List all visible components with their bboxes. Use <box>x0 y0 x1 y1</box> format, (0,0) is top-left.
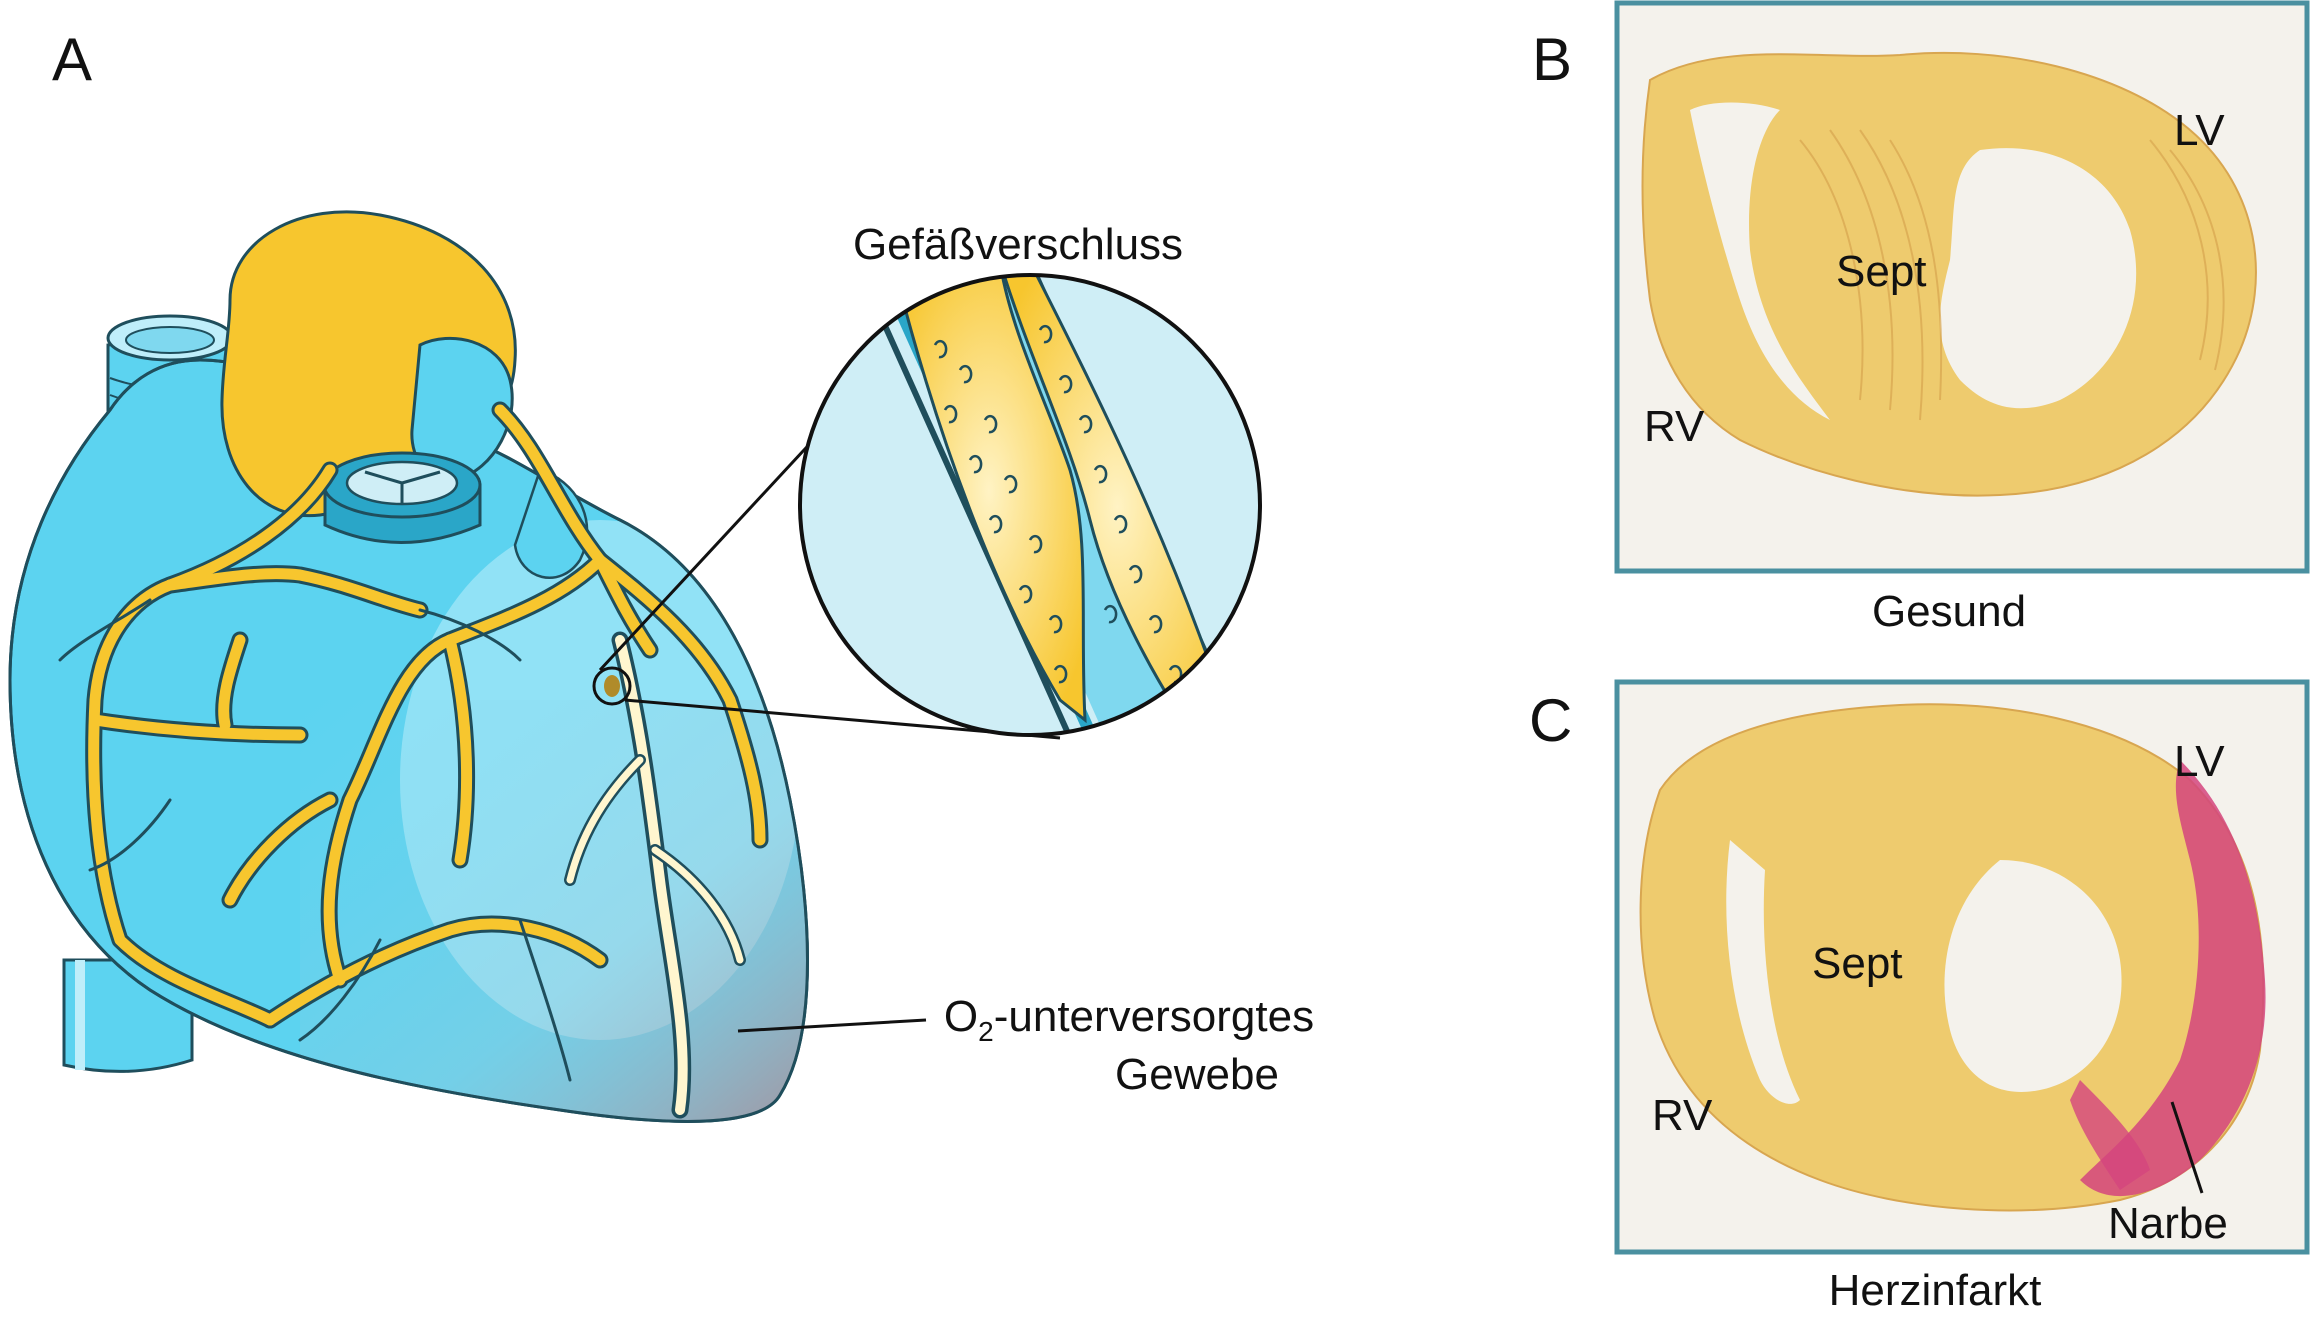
panel-label-b: B <box>1532 26 1572 93</box>
infarct-rv-label: RV <box>1652 1091 1713 1140</box>
tissue-label-line1: O2-unterversorgtes <box>944 992 1314 1047</box>
healthy-caption: Gesund <box>1872 587 2026 636</box>
panel-label-c: C <box>1529 687 1572 754</box>
histology-section-healthy: LV Sept RV <box>1614 0 2310 574</box>
healthy-sept-label: Sept <box>1836 247 1927 296</box>
infarct-scar-label: Narbe <box>2108 1199 2228 1248</box>
occlusion-site-marker <box>592 666 632 706</box>
occlusion-zoom-view <box>798 273 1262 737</box>
occlusion-title: Gefäßverschluss <box>853 220 1183 269</box>
coronary-arteries <box>58 401 769 1119</box>
tissue-label-line2: Gewebe <box>1115 1050 1279 1099</box>
panel-label-a: A <box>52 26 92 93</box>
tissue-leader-line <box>737 1018 927 1033</box>
aortic-valve <box>322 451 482 544</box>
histology-section-infarct: LV Sept RV Narbe <box>1614 679 2310 1255</box>
infarct-caption: Herzinfarkt <box>1829 1266 2042 1315</box>
infarct-lv-label: LV <box>2174 737 2225 786</box>
healthy-rv-label: RV <box>1644 402 1705 451</box>
scar-leader-line <box>2170 1101 2204 1194</box>
heart-illustration <box>8 210 809 1123</box>
infarct-sept-label: Sept <box>1812 939 1903 988</box>
healthy-lv-label: LV <box>2174 106 2225 155</box>
